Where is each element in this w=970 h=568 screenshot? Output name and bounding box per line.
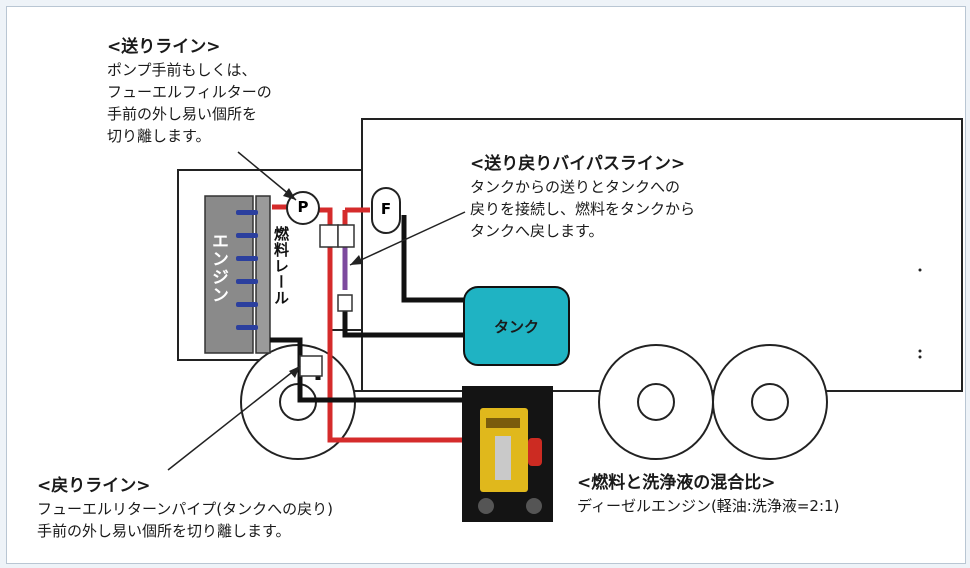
return-line-title: <戻りライン> <box>37 476 151 496</box>
filter-label: F <box>380 200 392 218</box>
bypass-line-text: 戻りを接続し、燃料をタンクから <box>470 200 696 218</box>
mix-ratio-title: <燃料と洗浄液の混合比> <box>577 473 776 493</box>
send-line-callout: <送りライン> ポンプ手前もしくは、 フューエルフィルターの 手前の外し易い個所… <box>107 35 272 147</box>
rear-markings <box>918 268 922 359</box>
return-line-text: フューエルリターンパイプ(タンクへの戻り) <box>37 500 333 518</box>
fuel-rail <box>255 195 271 354</box>
bypass-coupler <box>337 224 355 248</box>
bypass-lower-coupler <box>337 294 353 312</box>
bypass-line-callout: <送り戻りバイパスライン> タンクからの送りとタンクへの 戻りを接続し、燃料をタ… <box>470 152 695 242</box>
rear-wheel-1 <box>598 344 714 460</box>
pump-label: P <box>297 198 309 216</box>
send-coupler <box>319 224 339 248</box>
send-line-text: 手前の外し易い個所を <box>107 105 258 123</box>
engine-label: エンジン <box>208 232 228 304</box>
fuel-tank <box>463 286 570 366</box>
return-line-callout: <戻りライン> フューエルリターンパイプ(タンクへの戻り) 手前の外し易い個所を… <box>37 474 333 542</box>
send-line-text: フューエルフィルターの <box>107 83 272 101</box>
mix-ratio-text: ディーゼルエンジン(軽油:洗浄液=2:1) <box>577 497 840 515</box>
tank-label: タンク <box>493 318 539 336</box>
injectors <box>236 210 258 330</box>
cleaning-machine-image <box>462 386 553 522</box>
rear-wheel-2 <box>712 344 828 460</box>
send-line-title: <送りライン> <box>107 37 221 57</box>
filter-symbol <box>371 187 401 234</box>
send-line-text: 切り離します。 <box>107 127 211 145</box>
bypass-line-text: タンクへ戻します。 <box>470 222 604 240</box>
bypass-line-title: <送り戻りバイパスライン> <box>470 154 686 174</box>
mix-ratio-callout: <燃料と洗浄液の混合比> ディーゼルエンジン(軽油:洗浄液=2:1) <box>577 471 839 517</box>
send-line-text: ポンプ手前もしくは、 <box>107 61 257 79</box>
bypass-line-text: タンクからの送りとタンクへの <box>470 178 681 196</box>
return-line-text: 手前の外し易い個所を切り離します。 <box>37 522 291 540</box>
return-coupler <box>299 355 323 377</box>
fuel-rail-label: 燃料レール <box>272 226 290 306</box>
leader-arrowheads <box>283 188 363 378</box>
